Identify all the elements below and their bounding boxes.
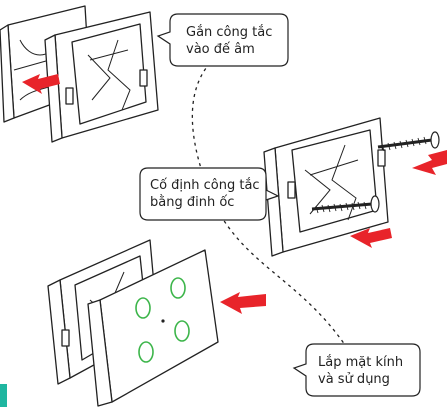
screw-icon [311,195,380,214]
touch-button-icon [174,320,190,342]
callout-step3-line2: và sử dụng [318,372,390,387]
touch-button-icon [138,341,154,363]
callout-step2-line1: Cố định công tắc [150,178,260,193]
arrow-icon [412,150,447,175]
touch-button-icon [135,297,151,319]
screw-icon [377,131,440,152]
callout-step1: Gắn công tắc vào đế âm [156,13,289,67]
touch-button-icon [170,277,186,299]
callout-step1-line2: vào đế âm [186,42,255,57]
callout-step1-line1: Gắn công tắc [186,25,272,40]
step3-illustration [47,239,219,407]
arrow-icon [22,74,60,94]
callout-step2-line2: bằng đinh ốc [150,195,234,210]
callout-step2: Cố định công tắc bằng đinh ốc [139,167,280,221]
arrow-icon [350,228,392,248]
step1-illustration [0,5,159,143]
accent-bar [0,384,7,407]
callout-step3-line1: Lắp mặt kính [318,355,403,370]
arrow-icon [220,292,266,314]
callout-step3: Lắp mặt kính và sử dụng [292,343,421,397]
center-dot-icon [161,319,165,323]
